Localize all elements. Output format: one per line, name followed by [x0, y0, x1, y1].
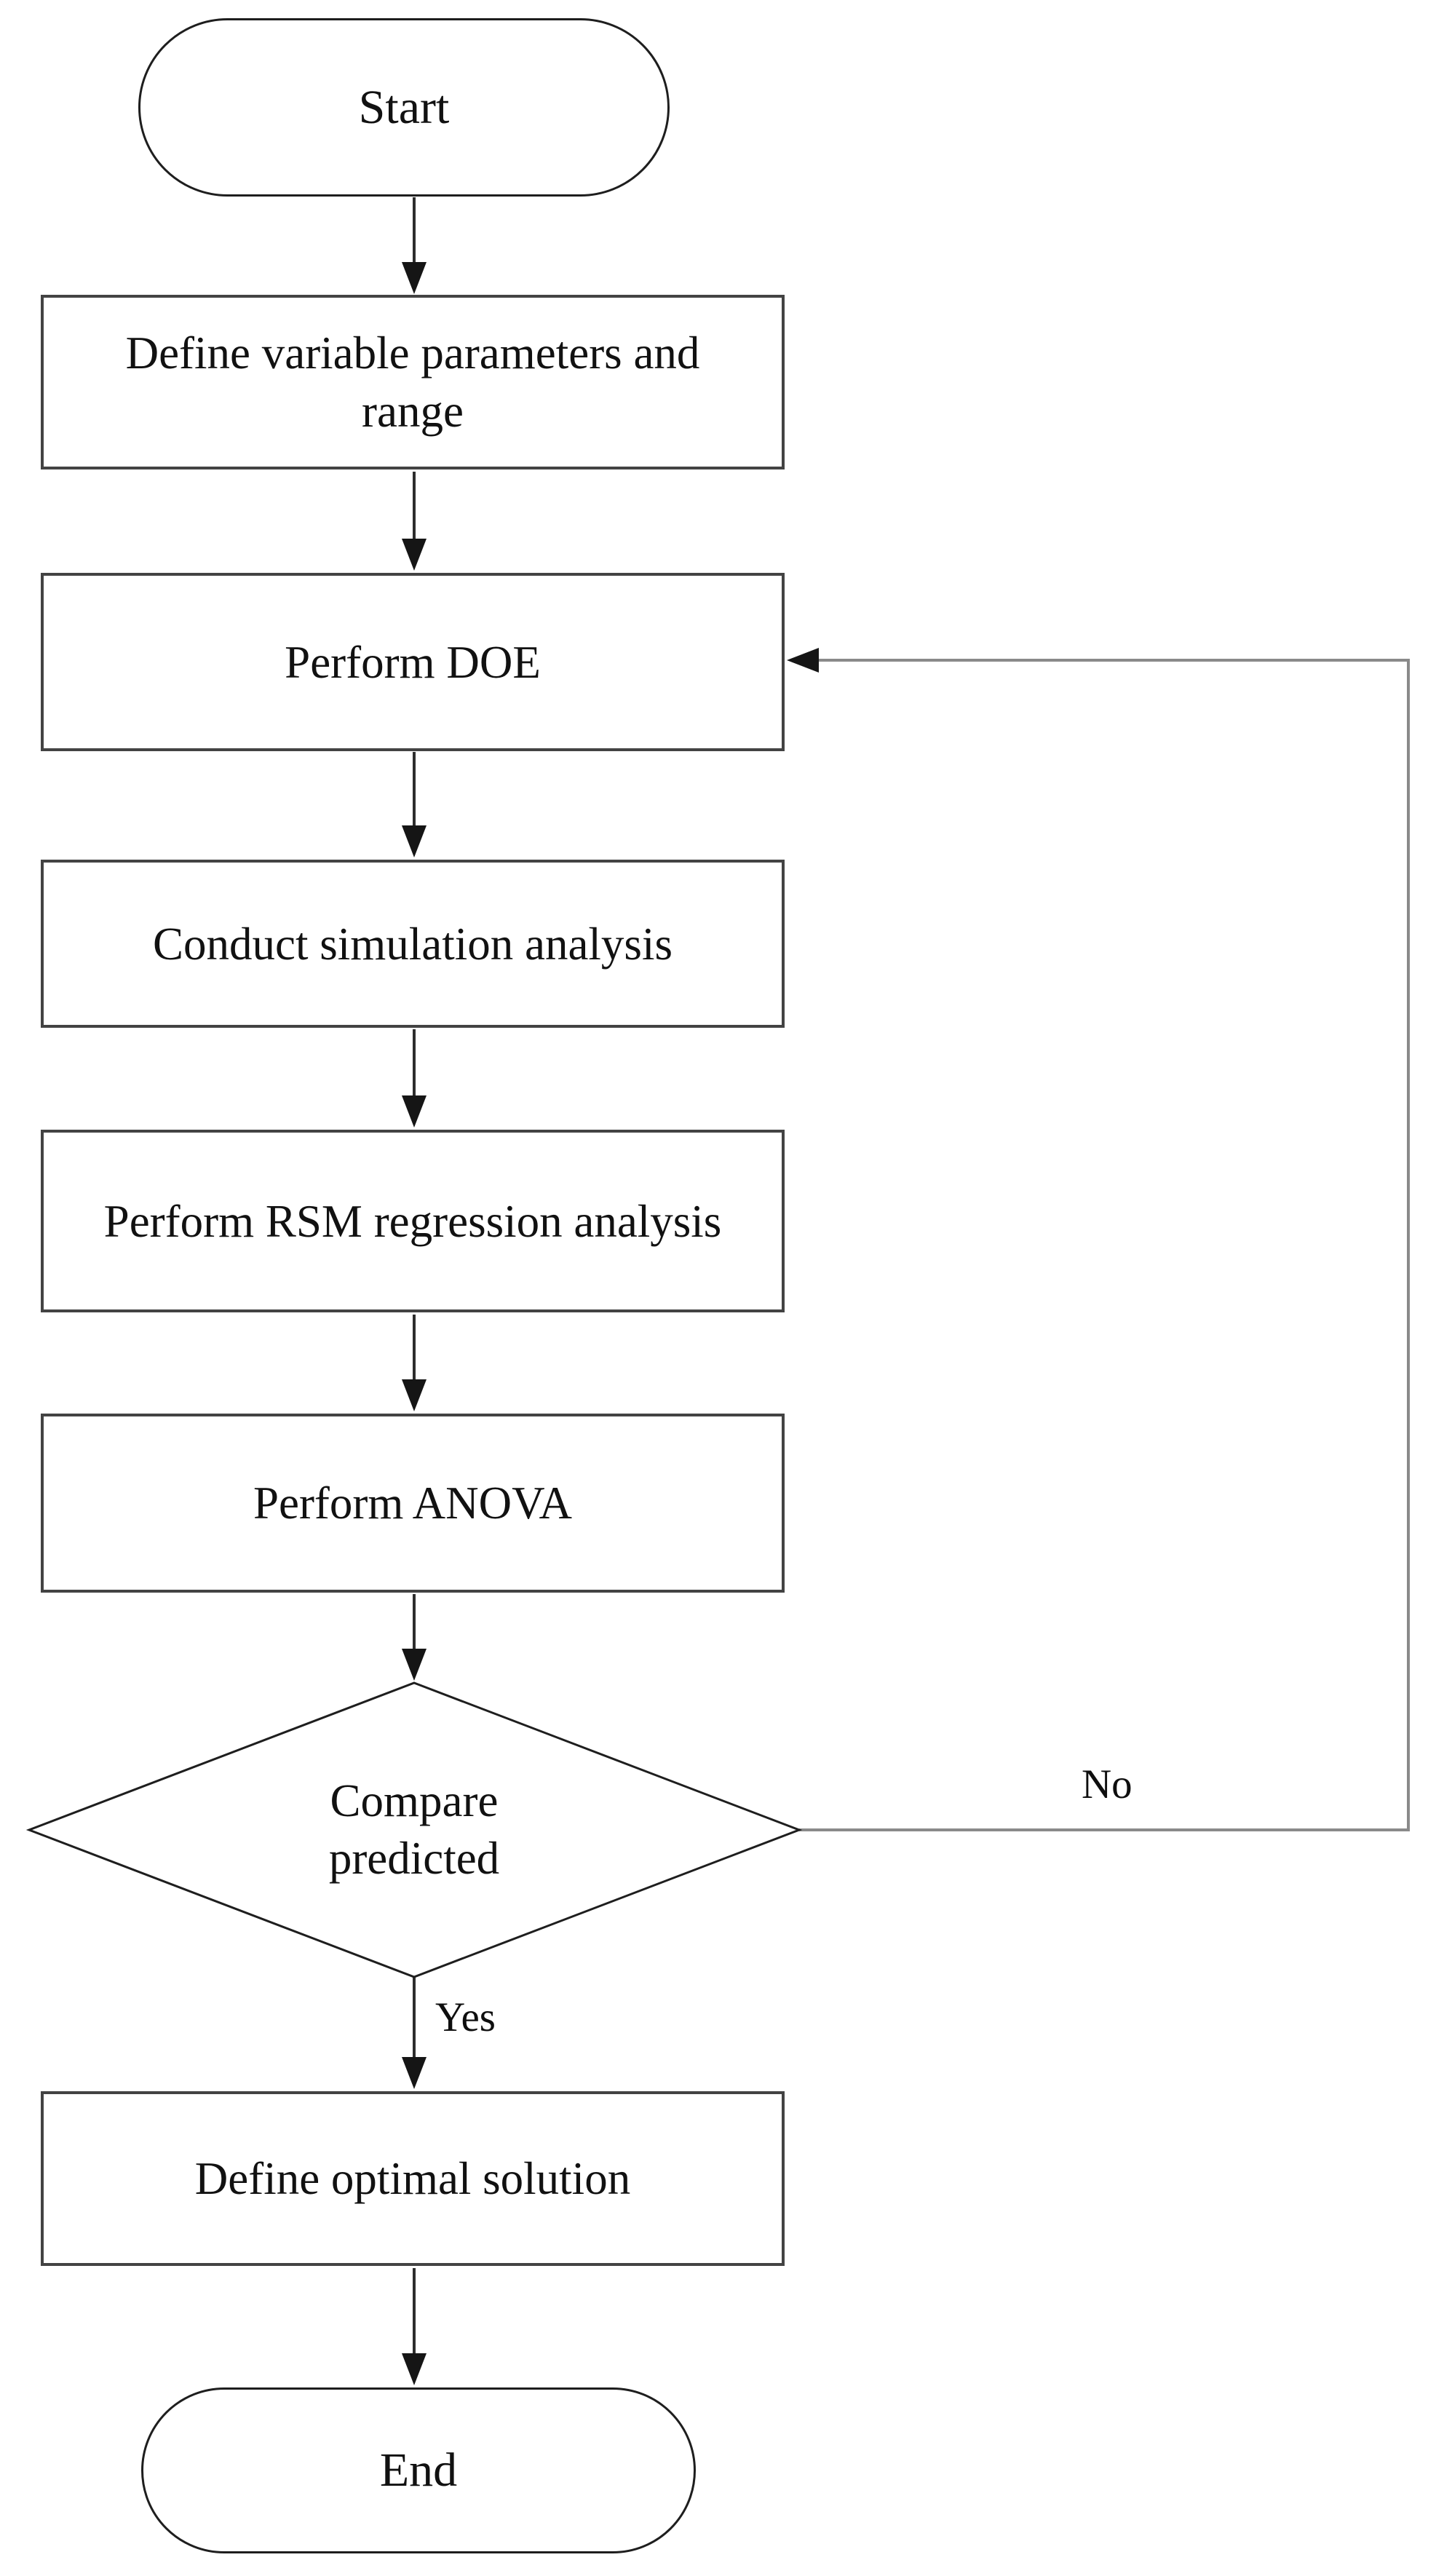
node-rsm-regression: Perform RSM regression analysis	[41, 1130, 785, 1312]
arrowhead-decision	[402, 1649, 427, 1681]
edge-label-yes: Yes	[435, 1994, 496, 2040]
edge-label-no: No	[1082, 1761, 1132, 1807]
node-perform-doe: Perform DOE	[41, 573, 785, 751]
compare-predicted-diamond	[25, 1681, 803, 1978]
node-define-optimal-label: Define optimal solution	[194, 2153, 631, 2204]
arrowhead-define	[402, 262, 427, 294]
node-start-label: Start	[358, 80, 450, 134]
node-perform-doe-label: Perform DOE	[285, 636, 541, 688]
node-start: Start	[138, 18, 670, 197]
edge-no-loop	[799, 659, 1410, 1831]
arrowhead-simulation	[402, 825, 427, 857]
arrowhead-doe	[402, 539, 427, 571]
node-conduct-simulation-label: Conduct simulation analysis	[153, 918, 673, 970]
node-define-parameters: Define variable parameters and range	[41, 295, 785, 469]
node-end: End	[141, 2387, 696, 2553]
node-define-parameters-line2: range	[362, 386, 464, 437]
node-perform-anova: Perform ANOVA	[41, 1414, 785, 1593]
node-define-parameters-line1: Define variable parameters and	[125, 328, 700, 379]
arrowhead-no-loop	[787, 648, 819, 673]
arrowhead-optimal	[402, 2057, 427, 2089]
arrowhead-anova	[402, 1379, 427, 1411]
node-rsm-regression-label: Perform RSM regression analysis	[103, 1195, 722, 1247]
arrowhead-end	[402, 2353, 427, 2385]
node-conduct-simulation: Conduct simulation analysis	[41, 860, 785, 1028]
arrowhead-rsm	[402, 1095, 427, 1128]
node-define-optimal: Define optimal solution	[41, 2091, 785, 2266]
node-end-label: End	[379, 2444, 458, 2497]
node-perform-anova-label: Perform ANOVA	[253, 1478, 573, 1529]
